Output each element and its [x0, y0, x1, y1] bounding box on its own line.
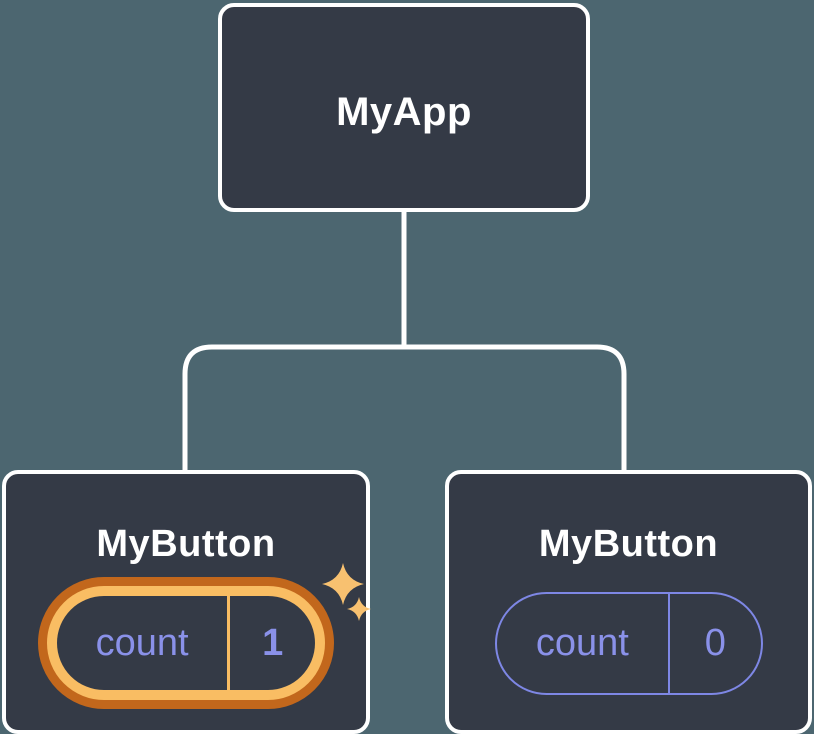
state-value: 1 [262, 621, 284, 664]
child-node-right: MyButton count 0 [445, 470, 812, 734]
state-value: 0 [704, 622, 726, 664]
pill-divider [227, 596, 231, 690]
state-name: count [95, 621, 189, 664]
pill-divider [668, 594, 671, 693]
child-node-left: MyButton count 1 [2, 470, 371, 734]
root-node: MyApp [218, 3, 590, 212]
state-name: count [535, 622, 629, 664]
branch-to-children-line [182, 344, 627, 472]
sparkle-large [322, 563, 364, 605]
root-node-label: MyApp [336, 90, 472, 134]
sparkle-small [347, 597, 371, 621]
child-node-label: MyButton [96, 523, 276, 565]
state-pill-body: count 1 [57, 596, 315, 690]
state-pill-highlighted: count 1 [38, 577, 334, 709]
state-pill-plain: count 0 [494, 592, 763, 695]
child-node-label: MyButton [538, 523, 719, 565]
